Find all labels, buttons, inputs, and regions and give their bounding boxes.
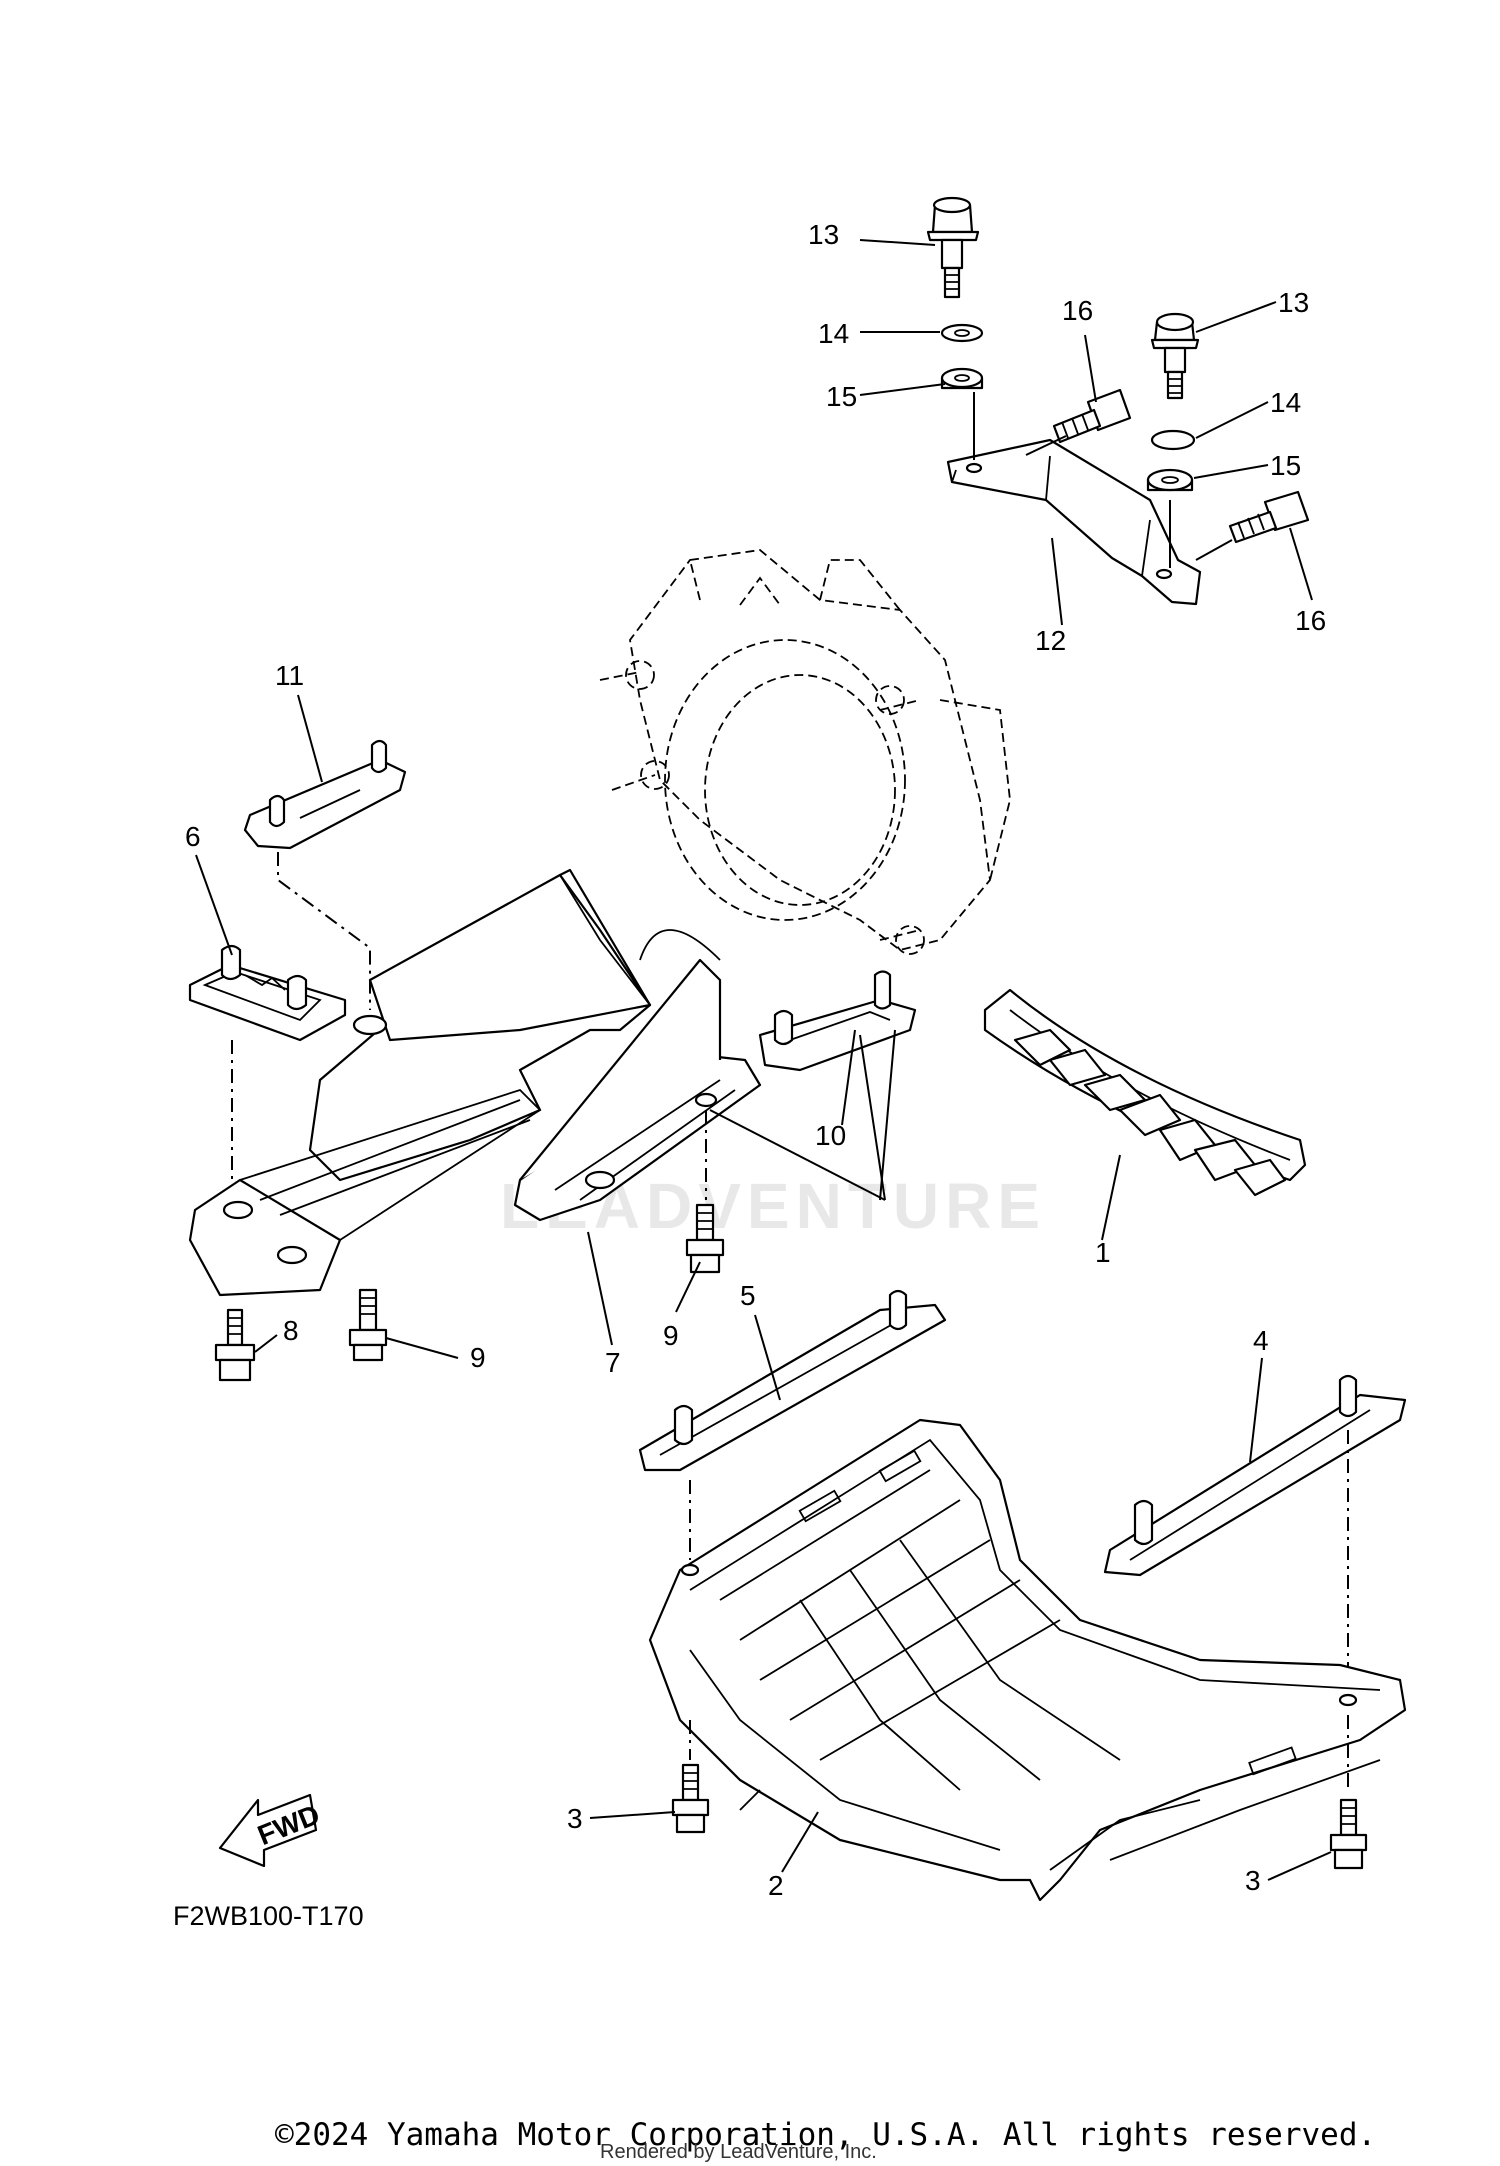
callout-3-left: 3: [567, 1803, 583, 1834]
mount-plate-10: [709, 970, 917, 1201]
copyright-notice: ©2024 Yamaha Motor Corporation, U.S.A. A…: [275, 2117, 1376, 2153]
mount-plate-11: [243, 739, 407, 1010]
callout-16-upper: 16: [1062, 295, 1093, 326]
bolt-13-top: [926, 196, 980, 299]
callout-13-right: 13: [1278, 287, 1309, 318]
washer-14-top: [940, 323, 984, 343]
bolt-9-center: [685, 1203, 725, 1274]
callout-1: 1: [1095, 1237, 1111, 1268]
bolt-3-right: [1329, 1798, 1368, 1870]
bracket-12: [946, 392, 1233, 606]
bolt-16-upper: [1052, 388, 1132, 444]
washer-14-right: [1150, 429, 1196, 451]
rendered-by-notice: Rendered by LeadVenture, Inc.: [600, 2141, 877, 2163]
callout-5: 5: [740, 1280, 756, 1311]
callout-8: 8: [283, 1315, 299, 1346]
callout-7: 7: [605, 1347, 621, 1378]
callout-3-right: 3: [1245, 1865, 1261, 1896]
bolt-13-right: [1150, 312, 1200, 400]
callout-9-center: 9: [663, 1320, 679, 1351]
skid-rail-4: [1103, 1374, 1407, 1690]
rubber-damper-1: [983, 988, 1307, 1197]
bolt-16-lower: [1228, 490, 1310, 544]
callout-11: 11: [275, 660, 304, 691]
skid-rail-5: [638, 1289, 947, 1560]
callout-13-top: 13: [808, 219, 839, 250]
leader-lines: [195, 239, 1332, 1881]
callout-10: 10: [815, 1120, 846, 1151]
callout-12: 12: [1035, 625, 1066, 656]
callout-14-left: 14: [818, 318, 849, 349]
skid-plate-2: [648, 1418, 1407, 1902]
fwd-arrow-icon: FWD: [218, 1793, 324, 1868]
collar-15-right: [1146, 468, 1194, 492]
callout-labels: 1 2 3 3 4 5 6 7 8 9 9 10 11 12 13 13 14 …: [185, 219, 1326, 1901]
callout-15-left: 15: [826, 381, 857, 412]
bolt-8: [214, 1308, 256, 1382]
engine-mount-7: [188, 868, 762, 1297]
callout-9-left: 9: [470, 1342, 486, 1373]
callout-6: 6: [185, 821, 201, 852]
engine-plate-phantom: [599, 549, 1011, 955]
callout-15-right: 15: [1270, 450, 1301, 481]
collar-15-top: [940, 367, 984, 390]
bolt-9-left: [348, 1288, 388, 1362]
figure-code: F2WB100-T170: [173, 1901, 364, 1931]
bolt-3-left: [671, 1763, 710, 1834]
callout-2: 2: [768, 1870, 784, 1901]
callout-4: 4: [1253, 1325, 1269, 1356]
callout-16-lower: 16: [1295, 605, 1326, 636]
mount-rubber-6: [188, 944, 347, 1190]
callout-14-right: 14: [1270, 387, 1301, 418]
